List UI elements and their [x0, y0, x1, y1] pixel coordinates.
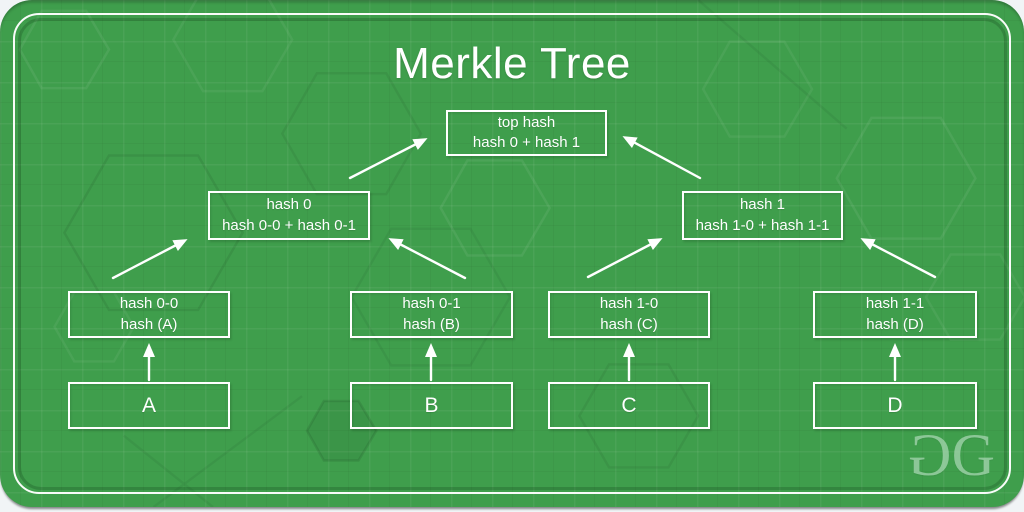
hexagon-shape: [18, 9, 111, 90]
hexagon-shape: [924, 253, 1024, 341]
node-label: D: [887, 393, 903, 417]
node-data-block-b: B: [350, 382, 513, 429]
node-label: hash 1-0: [599, 295, 659, 312]
logo-letter-g: G: [951, 422, 995, 488]
node-hash-1-0: hash 1-0 hash (C): [548, 291, 710, 338]
node-formula: hash (B): [403, 315, 460, 333]
geeksforgeeks-logo: GG: [913, 422, 995, 488]
hexagon-shape: [577, 363, 700, 469]
node-data-block-c: C: [548, 382, 710, 429]
node-label: B: [424, 393, 439, 417]
node-formula: hash 0 + hash 1: [472, 134, 581, 151]
hexagon-shape: [439, 159, 552, 257]
node-data-block-d: D: [813, 382, 977, 429]
node-label: hash 1-1: [865, 295, 925, 312]
page-title: Merkle Tree: [393, 39, 631, 88]
node-label: C: [621, 393, 637, 417]
node-formula: hash (D): [866, 315, 924, 333]
logo-letter-mirrored-g: G: [913, 422, 952, 488]
node-formula: hash 0-0 + hash 0-1: [222, 216, 356, 234]
node-hash-0-0: hash 0-0 hash (A): [68, 291, 230, 338]
node-label: A: [141, 393, 156, 417]
hexagon-shape: [171, 0, 294, 93]
node-label: hash 0: [266, 196, 312, 213]
node-label: hash 1: [739, 196, 786, 213]
node-label: hash 0-0: [119, 295, 179, 312]
hexagon-shape: [280, 72, 423, 196]
node-label: hash 0-1: [402, 295, 461, 312]
node-formula: hash (C): [600, 315, 658, 333]
hexagon-shape: [835, 116, 977, 240]
node-formula: hash 1-0 + hash 1-1: [695, 216, 830, 234]
node-hash-0-1: hash 0-1 hash (B): [350, 291, 513, 338]
node-hash-0: hash 0 hash 0-0 + hash 0-1: [208, 191, 370, 240]
hexagon-shape: [701, 40, 814, 138]
hexagon-shape: [305, 399, 378, 462]
node-hash-1-1: hash 1-1 hash (D): [813, 291, 977, 338]
node-hash-1: hash 1 hash 1-0 + hash 1-1: [682, 191, 843, 240]
node-data-block-a: A: [68, 382, 230, 429]
node-formula: hash (A): [120, 315, 178, 333]
node-top-hash: top hash hash 0 + hash 1: [446, 110, 607, 156]
hexagon-shape: [62, 154, 245, 312]
diagonal-accent-line: [123, 0, 848, 507]
node-label: top hash: [497, 113, 556, 131]
